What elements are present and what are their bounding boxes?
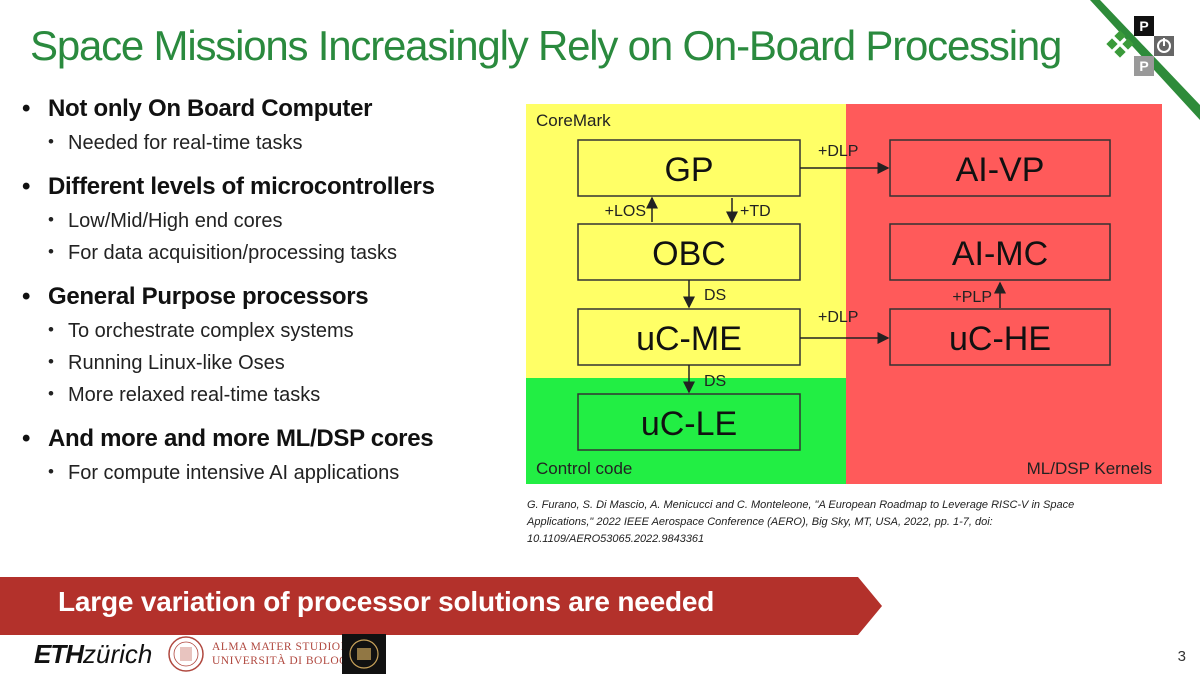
arrow-gp-obc-label: +TD bbox=[740, 203, 771, 220]
box-uc-le bbox=[577, 393, 801, 451]
box-uc-he bbox=[889, 308, 1111, 366]
citation: G. Furano, S. Di Mascio, A. Menicucci an… bbox=[527, 499, 1075, 545]
coremark-region bbox=[526, 104, 846, 378]
control-code-label: Control code bbox=[536, 459, 632, 478]
eth-logo: ETHzürich bbox=[34, 639, 152, 670]
anniversary-logo-icon bbox=[342, 634, 386, 674]
arrow-uche-aimc-label: +PLP bbox=[952, 289, 992, 306]
coremark-label: CoreMark bbox=[536, 111, 611, 130]
control-code-region bbox=[526, 378, 846, 484]
arrow-obc-ucme-label: DS bbox=[704, 287, 726, 304]
arrow-ucme-uche-label: +DLP bbox=[818, 309, 858, 326]
sub-bullet-3-3: More relaxed real-time tasks bbox=[22, 384, 522, 407]
processor-diagram: CoreMark Control code ML/DSP Kernels GP … bbox=[526, 104, 1162, 484]
pulp-letter-top: P bbox=[1139, 18, 1148, 34]
unibo-logo-text: ALMA MATER STUDIORUM UNIVERSITÀ DI BOLOG… bbox=[212, 640, 368, 668]
box-ai-vp bbox=[889, 139, 1111, 197]
pulp-logo: P P bbox=[1090, 0, 1200, 120]
unibo-line-1: ALMA MATER STUDIORUM bbox=[212, 641, 369, 653]
bullet-2: Different levels of microcontrollers bbox=[22, 173, 522, 201]
box-uc-le-label: uC-LE bbox=[641, 405, 737, 443]
unibo-line-2: UNIVERSITÀ DI BOLOGNA bbox=[212, 655, 366, 667]
banner-shape bbox=[0, 577, 882, 635]
sub-bullet-3-1: To orchestrate complex systems bbox=[22, 320, 522, 343]
sub-bullet-3-2: Running Linux-like Oses bbox=[22, 352, 522, 375]
corner-white-triangle bbox=[1100, 0, 1200, 105]
sub-bullet-4-1: For compute intensive AI applications bbox=[22, 462, 522, 485]
bullet-3: General Purpose processors bbox=[22, 283, 522, 311]
ml-dsp-label: ML/DSP Kernels bbox=[1027, 459, 1152, 478]
eth-logo-rest: zürich bbox=[83, 639, 153, 669]
page-number: 3 bbox=[1177, 648, 1186, 665]
sub-bullet-2-2: For data acquisition/processing tasks bbox=[22, 242, 522, 265]
eth-logo-bold: ETH bbox=[34, 639, 84, 669]
arrow-gp-aivp-label: +DLP bbox=[818, 143, 858, 160]
sub-bullet-2-1: Low/Mid/High end cores bbox=[22, 210, 522, 233]
box-uc-me-label: uC-ME bbox=[636, 320, 742, 358]
pulp-mark: P P bbox=[1106, 16, 1174, 76]
slide-title: Space Missions Increasingly Rely on On-B… bbox=[30, 22, 1062, 69]
bullet-4: And more and more ML/DSP cores bbox=[22, 425, 522, 453]
bullet-1: Not only On Board Computer bbox=[22, 95, 522, 123]
box-gp-label: GP bbox=[664, 151, 713, 189]
banner-text: Large variation of processor solutions a… bbox=[58, 586, 715, 617]
box-obc-label: OBC bbox=[652, 235, 726, 273]
box-uc-he-label: uC-HE bbox=[949, 320, 1051, 358]
box-ai-mc bbox=[889, 223, 1111, 281]
box-ai-vp-label: AI-VP bbox=[956, 151, 1045, 189]
arrow-ucme-ucle-label: DS bbox=[704, 373, 726, 390]
pulp-letter-bottom: P bbox=[1139, 58, 1148, 74]
bullet-list: Not only On Board Computer Needed for re… bbox=[22, 85, 522, 485]
unibo-seal-icon bbox=[168, 636, 204, 672]
box-ai-mc-label: AI-MC bbox=[952, 235, 1048, 273]
sub-bullet-1-1: Needed for real-time tasks bbox=[22, 132, 522, 155]
arrow-obc-gp-label: +LOS bbox=[605, 203, 646, 220]
